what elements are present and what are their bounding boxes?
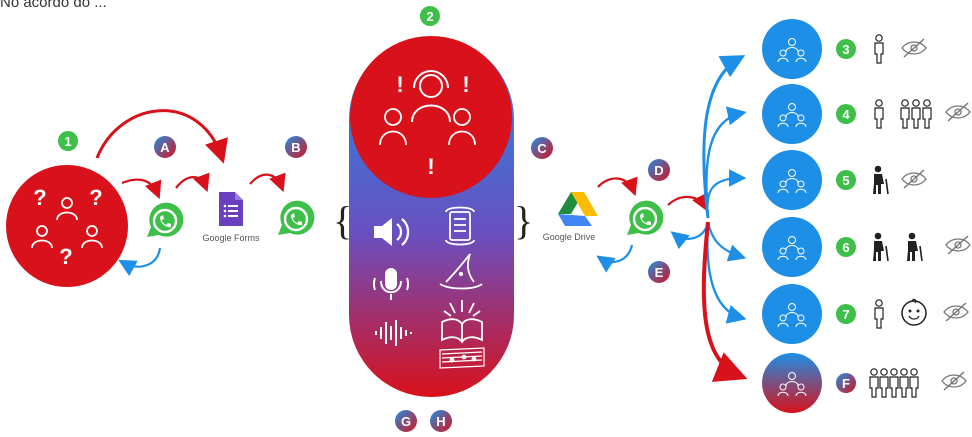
step-6-badge: 6	[836, 237, 856, 257]
support-agents-icon: ! ! !	[350, 36, 512, 198]
microphone-icon	[372, 268, 410, 300]
step-5-badge: 5	[836, 170, 856, 190]
group-circle-5	[762, 150, 822, 210]
person-icon	[874, 99, 884, 129]
arrow-drive-to-whatsapp	[597, 176, 638, 197]
step-5-number: 5	[842, 173, 849, 188]
wizard-hat-icon	[439, 253, 483, 290]
google-drive-label: Google Drive	[543, 232, 596, 242]
letter-e-badge: E	[648, 261, 670, 283]
step-2-badge: 2	[420, 6, 440, 26]
letter-c-badge: C	[531, 137, 553, 159]
arrow-whatsapp-to-drive	[596, 244, 634, 273]
person-icon	[874, 299, 884, 329]
people-group-icon	[869, 368, 919, 398]
letter-h-badge: H	[430, 410, 452, 432]
elderly-icon	[872, 164, 889, 195]
baby-icon	[901, 298, 927, 326]
letter-e: E	[655, 265, 664, 280]
letter-f-badge: F	[836, 373, 856, 393]
step-3-badge: 3	[836, 39, 856, 59]
step-7-number: 7	[842, 307, 849, 322]
step-4-badge: 4	[836, 104, 856, 124]
question-mark: ?	[59, 244, 72, 269]
elderly-icon	[872, 231, 889, 262]
eye-slash-icon	[943, 302, 969, 322]
question-group-icon: ? ? ?	[6, 165, 128, 287]
group-circle-7	[762, 284, 822, 344]
person-icon	[874, 34, 884, 64]
letter-d-badge: D	[648, 159, 670, 181]
people-group-icon	[900, 99, 932, 129]
eye-slash-icon	[901, 38, 927, 58]
question-mark: ?	[33, 185, 46, 210]
letter-g: G	[401, 414, 411, 429]
eye-slash-icon	[941, 371, 967, 391]
arrow-forms-to-whatsapp	[249, 172, 286, 193]
letter-a-badge: A	[154, 136, 176, 158]
step-3-number: 3	[842, 42, 849, 57]
letter-a: A	[160, 140, 170, 155]
eye-slash-icon	[945, 102, 971, 122]
arrow-branch-to-whatsapp	[670, 227, 707, 250]
letter-b: B	[291, 140, 300, 155]
exclaim-mark: !	[427, 154, 434, 179]
arrow-whatsapp-to-1	[118, 247, 162, 277]
magic-book-icon	[441, 300, 483, 344]
group-circle-6	[762, 217, 822, 277]
whatsapp-icon	[276, 199, 316, 237]
caption: No acordo do ...	[0, 0, 107, 11]
step-1-badge: 1	[58, 131, 78, 151]
music-sheet-icon	[439, 347, 485, 369]
step-6-number: 6	[842, 240, 849, 255]
group-circle-4	[762, 84, 822, 144]
whatsapp-icon	[625, 199, 665, 237]
scroll-icon	[445, 206, 475, 246]
eye-slash-icon	[945, 235, 971, 255]
step-7-badge: 7	[836, 304, 856, 324]
question-mark: ?	[89, 185, 102, 210]
step-4-number: 4	[842, 107, 850, 122]
branch-arrows	[701, 55, 748, 382]
brace-close: }	[514, 198, 533, 243]
google-drive-icon	[558, 192, 598, 226]
google-forms-label: Google Forms	[202, 233, 260, 243]
letter-g-badge: G	[395, 410, 417, 432]
whatsapp-icon	[145, 201, 185, 239]
letter-b-badge: B	[285, 136, 307, 158]
letter-d: D	[654, 163, 663, 178]
exclaim-mark: !	[462, 72, 469, 97]
eye-slash-icon	[901, 169, 927, 189]
letter-f: F	[842, 376, 850, 391]
soundwave-icon	[375, 320, 412, 346]
step-2-number: 2	[426, 9, 433, 24]
brace-open: {	[333, 198, 352, 243]
group-circle-3	[762, 19, 822, 79]
google-forms-icon	[219, 192, 243, 226]
letter-c: C	[537, 141, 547, 156]
elderly-icon	[906, 231, 923, 262]
arrow-1-to-forms	[95, 109, 228, 164]
letter-h: H	[436, 414, 445, 429]
group-circle-f	[762, 353, 822, 413]
arrow-whatsapp-to-forms	[175, 172, 210, 193]
exclaim-mark: !	[396, 72, 403, 97]
arrow-whatsapp-to-branch	[667, 192, 708, 212]
speaker-icon	[374, 218, 410, 246]
arrow-1-to-whatsapp	[121, 178, 162, 200]
step-1-number: 1	[64, 134, 71, 149]
